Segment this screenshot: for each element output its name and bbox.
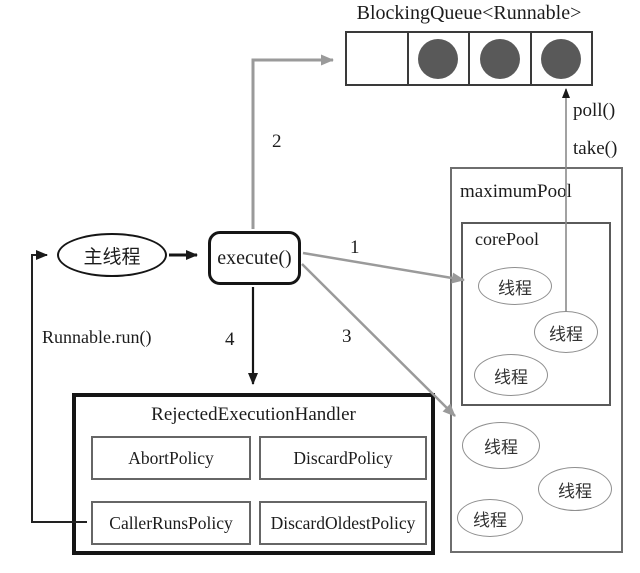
step-1-label: 1	[350, 237, 360, 258]
main-thread-label: 主线程	[83, 246, 141, 268]
step-4-label: 4	[225, 329, 235, 350]
thread-label: 线程	[549, 324, 583, 344]
thread-label: 线程	[498, 278, 532, 298]
step1-arrow	[302, 251, 465, 284]
queue-slot	[529, 33, 592, 84]
rejected-execution-handler-title: RejectedExecutionHandler	[151, 404, 356, 425]
rejected-execution-handler-box: RejectedExecutionHandler AbortPolicy Dis…	[72, 393, 435, 555]
task-circle-icon	[541, 38, 582, 79]
maximum-pool-label: maximumPool	[460, 181, 572, 202]
thread-node: 线程	[457, 499, 523, 537]
queue-slot	[406, 33, 469, 84]
abort-policy-box: AbortPolicy	[91, 436, 251, 480]
task-circle-icon	[418, 38, 459, 79]
thread-label: 线程	[473, 510, 507, 530]
thread-label: 线程	[494, 367, 528, 387]
discard-policy-label: DiscardPolicy	[293, 447, 393, 468]
thread-label: 线程	[484, 438, 518, 457]
maximum-pool-box: maximumPool corePool	[450, 167, 623, 553]
discard-policy-box: DiscardPolicy	[259, 436, 427, 480]
thread-node: 线程	[474, 354, 548, 396]
thread-label: 线程	[558, 481, 592, 501]
caller-runs-policy-label: CallerRunsPolicy	[109, 512, 233, 533]
caller-runs-policy-box: CallerRunsPolicy	[91, 501, 251, 545]
execute-label: execute()	[217, 246, 292, 269]
thread-node: 线程	[462, 422, 540, 469]
blocking-queue-title: BlockingQueue<Runnable>	[356, 2, 582, 24]
queue-slot	[347, 33, 407, 84]
step2-arrow	[251, 54, 334, 229]
step-2-label: 2	[272, 131, 282, 152]
main-thread-node: 主线程	[57, 233, 167, 277]
thread-node: 线程	[538, 467, 612, 511]
thread-node: 线程	[478, 267, 552, 305]
discard-oldest-policy-label: DiscardOldestPolicy	[270, 512, 416, 533]
take-label: take()	[573, 138, 618, 159]
blocking-queue	[345, 31, 593, 86]
discard-oldest-policy-box: DiscardOldestPolicy	[259, 501, 427, 545]
queue-slot	[468, 33, 530, 84]
execute-node: execute()	[208, 231, 301, 285]
runnable-run-label: Runnable.run()	[42, 327, 152, 347]
step-3-label: 3	[342, 326, 352, 347]
core-pool-label: corePool	[475, 229, 539, 249]
abort-policy-label: AbortPolicy	[128, 447, 214, 468]
poll-label: poll()	[573, 100, 616, 121]
thread-node: 线程	[534, 311, 598, 353]
task-circle-icon	[479, 38, 520, 79]
